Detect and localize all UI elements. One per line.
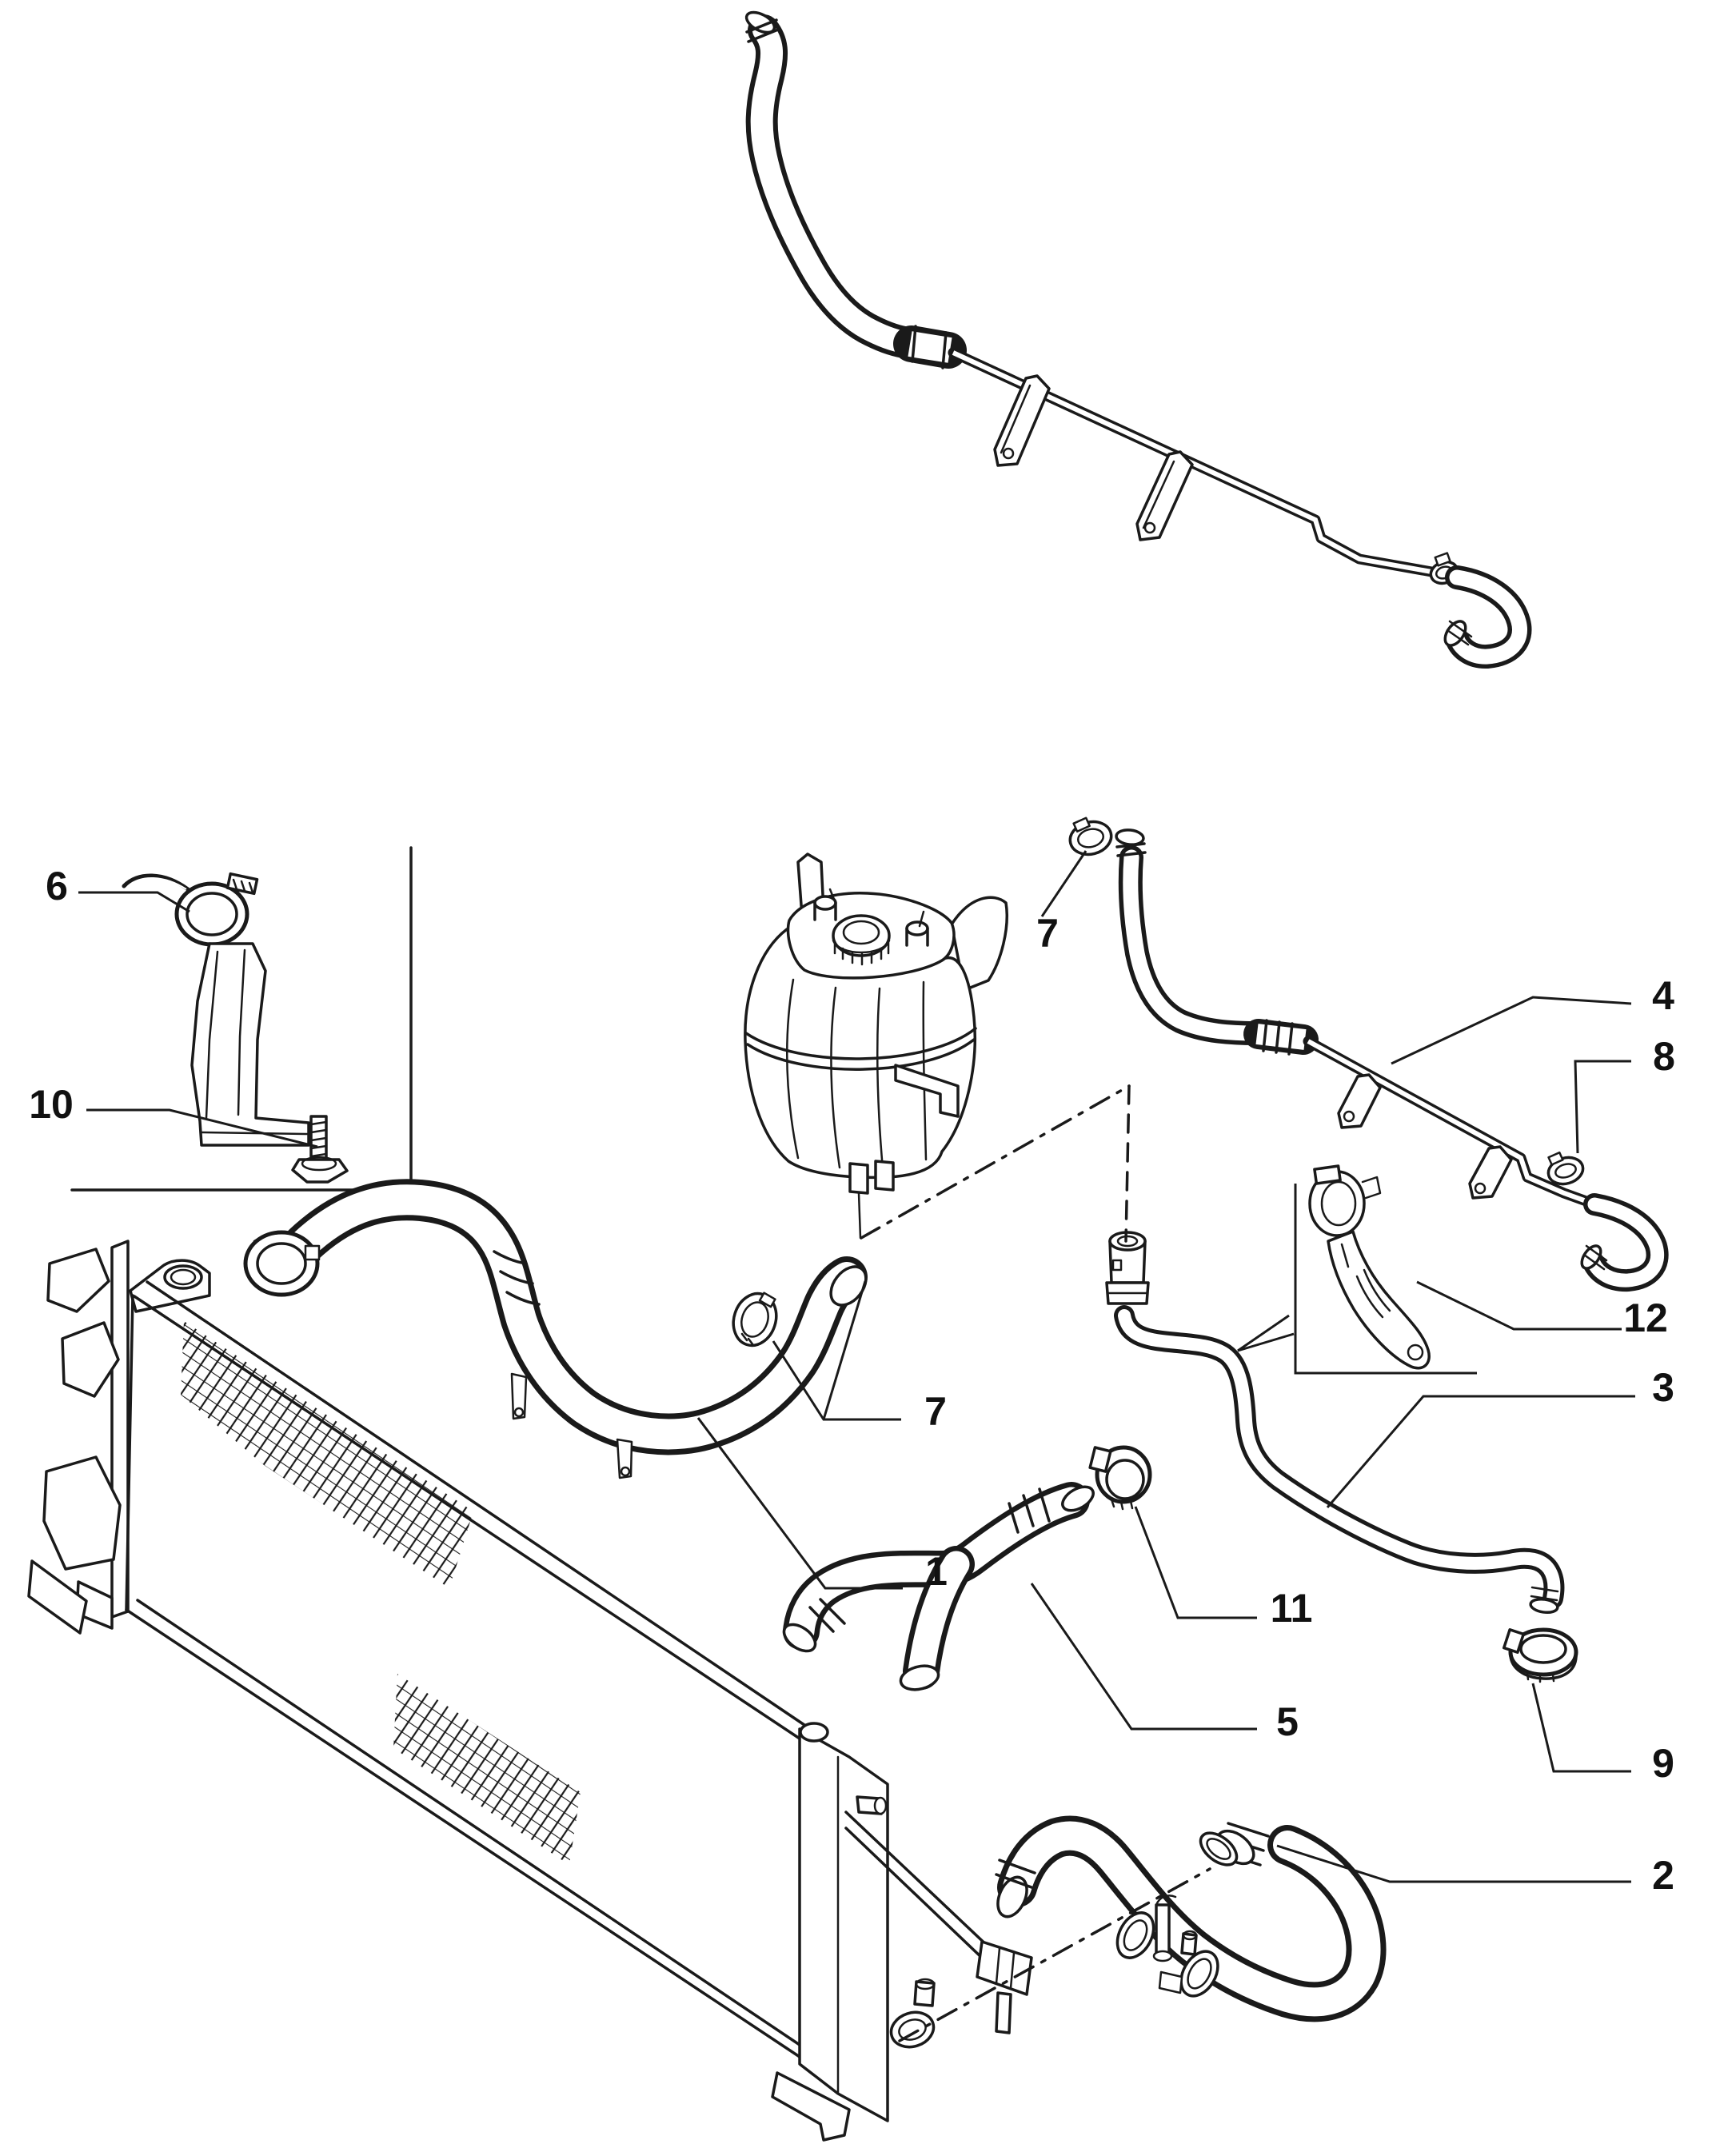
top-pipe-coupler [893, 325, 967, 369]
callout-label-5: 5 [1276, 1699, 1299, 1744]
callout-label-8: 8 [1653, 1034, 1675, 1079]
leader-line [1531, 1683, 1631, 1773]
clamp-screw-6 [225, 872, 259, 896]
tank-port-left [813, 888, 837, 921]
callout-label-6: 6 [46, 864, 68, 908]
callout-label-9: 9 [1652, 1741, 1674, 1786]
hose2-stub-port [1180, 1930, 1198, 1956]
hose2-clamp-b [1179, 1950, 1219, 1998]
hose5-ribbed-end-right [1008, 1485, 1095, 1534]
clamp-11 [1088, 1445, 1152, 1511]
leader-line [1040, 850, 1087, 917]
hose2-clamp-a [1115, 1911, 1155, 1959]
hose2-connector [1199, 1822, 1270, 1867]
top-pipe-bracket-tab-2 [1135, 450, 1194, 541]
expansion-tank [744, 852, 1008, 1240]
pipe4-ribbed-end [1115, 828, 1147, 857]
hose5-open-end [899, 1664, 940, 1691]
hose-support-bracket-6 [122, 872, 310, 1147]
pipe4-bracket-tab-2 [1468, 1145, 1513, 1200]
top-water-pipe-assembly [744, 10, 1532, 669]
leader-line [1237, 1332, 1295, 1352]
hose2-tab [1158, 1970, 1183, 1994]
top-pipe-ribbed-end [744, 10, 780, 43]
leader-line [1237, 1314, 1290, 1352]
radiator-side-port [856, 1795, 888, 1815]
hose1-ribs [493, 1250, 541, 1306]
y-hose-5 [782, 1482, 1095, 1691]
radiator-top-hose-1 [243, 1179, 868, 1479]
vent-hose-3 [1105, 1231, 1565, 1615]
clamp-8 [1546, 1151, 1585, 1186]
callout-label-7: 7 [924, 1389, 947, 1434]
clamp-7-upper [1068, 816, 1113, 856]
tank-port-right [905, 910, 929, 947]
pipe4-bracket-tab-1 [1337, 1073, 1382, 1129]
assembly-axis-lines [860, 1084, 1211, 2042]
pipe4-coupler [1243, 1019, 1319, 1056]
bolt-10 [291, 1115, 349, 1184]
pipe4-hook-tip [1580, 1244, 1608, 1271]
radiator-outlet [889, 2010, 936, 2049]
leader-line [1326, 1395, 1635, 1508]
radiator-bottom-hose-2 [995, 1815, 1387, 2022]
leader-line [78, 891, 190, 913]
clamp-7-lower [732, 1292, 778, 1348]
leader-line [822, 1280, 867, 1420]
callout-label-2: 2 [1652, 1853, 1674, 1898]
water-pipe-assembly-4 [1115, 828, 1669, 1292]
hose1-open-end [829, 1265, 868, 1307]
leader-line [1276, 1844, 1631, 1883]
hose3-connector [1105, 1231, 1150, 1305]
callout-label-1: 1 [925, 1549, 948, 1594]
callout-label-3: 3 [1652, 1365, 1674, 1410]
hose2-ribbed-end [995, 1859, 1036, 1918]
top-pipe-bracket-tab-1 [993, 374, 1051, 467]
top-pipe-hook-tip [1443, 620, 1473, 647]
leader-line [696, 1417, 903, 1590]
leader-line [1030, 1583, 1257, 1731]
hose1-tab-1 [510, 1372, 528, 1420]
callout-leaders [78, 850, 1635, 1883]
leader-line [1391, 996, 1632, 1065]
callout-label-12: 12 [1623, 1296, 1668, 1340]
callout-label-4: 4 [1652, 973, 1674, 1018]
hose1-tab-2 [616, 1438, 633, 1479]
callout-label-10: 10 [29, 1082, 74, 1127]
leader-line [86, 1108, 318, 1148]
leader-line [1294, 1184, 1477, 1375]
radiator [27, 1240, 1033, 2142]
callout-label-7: 7 [1036, 911, 1059, 956]
leader-line [1416, 1280, 1622, 1331]
leader-line [1134, 1506, 1257, 1619]
radiator-drain [913, 1978, 936, 2007]
radiator-foot [771, 2071, 851, 2142]
callout-label-11: 11 [1271, 1586, 1313, 1631]
hose3-ribbed-end [1529, 1586, 1559, 1615]
tank-cap [832, 914, 891, 966]
hose1-connector-ring [243, 1230, 321, 1297]
clamp-9 [1502, 1627, 1578, 1683]
radiator-lower-bracket [844, 1811, 1033, 2034]
tank-bottom-ports [848, 1160, 895, 1240]
pipe-bracket-12 [1308, 1164, 1431, 1370]
leader-line [1574, 1060, 1631, 1154]
hose5-ribbed-end-left [782, 1598, 846, 1653]
hose2-branch-tube [1152, 1894, 1177, 1962]
